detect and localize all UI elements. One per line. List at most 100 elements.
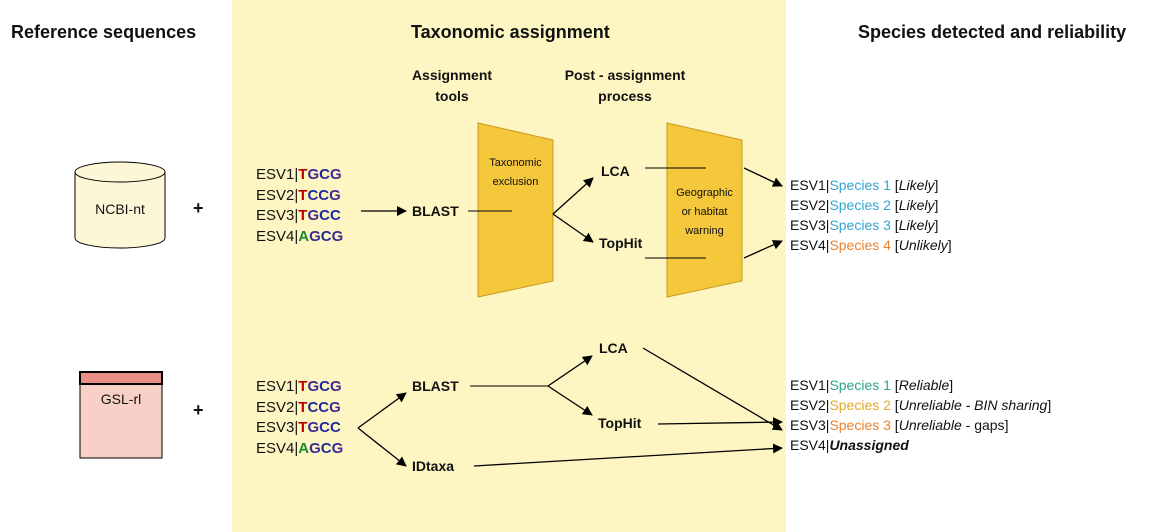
species-name: Species 1: [829, 177, 891, 193]
sequence-row: ESV3|TGCC: [256, 418, 343, 439]
assignment-tools-line1: Assignment: [411, 67, 493, 83]
species-name: Species 2: [829, 397, 891, 413]
nucleotide: C: [319, 166, 330, 183]
sequence-row: ESV2|TCCG: [256, 186, 343, 207]
assignment-tools-line2: tools: [435, 88, 469, 104]
sequence-list-bottom: ESV1|TGCG ESV2|TCCG ESV3|TGCC ESV4|AGCG: [256, 377, 343, 459]
geographic-warning-line2: or habitat: [681, 206, 728, 218]
blast-label-bottom: BLAST: [412, 378, 459, 394]
reliability-note: Unreliable: [898, 417, 962, 433]
assignment-tools-subheader: Assignment tools: [382, 65, 522, 107]
arrow-warning-to-results-2: [743, 240, 783, 259]
reliability-note-suffix: - gaps: [961, 417, 1005, 433]
nucleotide: A: [298, 227, 310, 245]
species-name: Species 2: [829, 197, 891, 213]
geographic-warning-line3: warning: [685, 225, 724, 237]
taxonomic-exclusion-box: [477, 122, 554, 298]
taxonomic-exclusion-line2: exclusion: [492, 176, 539, 188]
species-name: Species 3: [829, 417, 891, 433]
esv-id: ESV4|: [256, 439, 299, 457]
idtaxa-label: IDtaxa: [412, 458, 455, 474]
species-name: Species 1: [829, 377, 891, 393]
esv-id: ESV1|: [256, 166, 299, 183]
ncbi-label: NCBI-nt: [95, 201, 145, 217]
arrow-blast-to-tophit-bottom: [547, 385, 593, 416]
arrow-tophit-to-results-bottom: [657, 417, 783, 428]
nucleotide: C: [320, 227, 332, 245]
nucleotide: C: [329, 207, 341, 224]
gsl-label: GSL-rl: [100, 391, 142, 407]
arrow-seq-to-blast-bottom: [357, 392, 407, 429]
result-row: ESV3|Species 3 [Unreliable - gaps]: [790, 417, 1009, 433]
lca-label-top: LCA: [601, 163, 630, 179]
result-row: ESV2|Species 2 [Likely]: [790, 197, 939, 213]
esv-id: ESV1|: [790, 377, 830, 393]
nucleotide: G: [307, 207, 320, 224]
geographic-warning-line1: Geographic: [676, 187, 733, 199]
esv-id: ESV4|: [790, 437, 830, 453]
reliability-note: Likely: [898, 177, 935, 193]
sequence-row: ESV1|TGCG: [256, 377, 343, 398]
nucleotide: G: [309, 439, 321, 457]
arrow-seq-to-idtaxa: [357, 427, 407, 467]
post-assignment-subheader: Post - assignment process: [545, 65, 705, 107]
nucleotide: G: [307, 378, 320, 395]
nucleotide: C: [307, 398, 319, 416]
unassigned-label: Unassigned: [829, 437, 909, 453]
reliability-note: Likely: [898, 217, 935, 233]
result-row: ESV3|Species 3 [Likely]: [790, 217, 939, 233]
results-top: ESV1|Species 1 [Likely] ESV2|Species 2 […: [790, 175, 952, 255]
post-assignment-line1: Post - assignment: [564, 67, 686, 83]
nucleotide: G: [329, 378, 342, 395]
lca-label-bottom: LCA: [599, 340, 628, 356]
plus-sign-bottom: +: [193, 400, 204, 420]
geographic-warning-box: [666, 122, 743, 298]
result-row: ESV1|Species 1 [Reliable]: [790, 377, 954, 393]
arrow-idtaxa-to-results-bottom: [473, 443, 783, 467]
arrow-exclusion-to-tophit: [552, 213, 594, 243]
nucleotide: C: [318, 186, 330, 204]
taxonomic-exclusion-label: Taxonomic exclusion: [478, 154, 553, 192]
nucleotide: G: [331, 227, 344, 245]
arrow-warning-to-results-1: [743, 167, 783, 187]
sequence-row: ESV4|AGCG: [256, 227, 343, 248]
nucleotide: A: [298, 439, 310, 457]
nucleotide: G: [307, 166, 320, 183]
esv-id: ESV3|: [256, 419, 299, 436]
esv-id: ESV2|: [790, 397, 830, 413]
arrow-lca-to-results-bottom: [642, 347, 783, 431]
taxonomic-exclusion-line1: Taxonomic: [489, 157, 542, 169]
species-detected-header: Species detected and reliability: [858, 22, 1127, 42]
sequence-row: ESV2|TCCG: [256, 398, 343, 419]
reliability-note: Unlikely: [898, 237, 948, 253]
post-assignment-line2: process: [598, 88, 652, 104]
esv-id: ESV4|: [790, 237, 830, 253]
nucleotide: T: [298, 378, 308, 395]
tophit-label-top: TopHit: [599, 235, 643, 251]
sequence-row: ESV4|AGCG: [256, 439, 343, 460]
plus-sign-top: +: [193, 198, 204, 218]
sequence-row: ESV1|TGCG: [256, 165, 343, 186]
nucleotide: C: [307, 186, 319, 204]
nucleotide: G: [329, 166, 342, 183]
nucleotide: C: [329, 419, 341, 436]
nucleotide: T: [298, 398, 308, 416]
reliability-note: Reliable: [898, 377, 950, 393]
nucleotide: G: [307, 419, 320, 436]
reliability-note: Likely: [898, 197, 935, 213]
esv-id: ESV3|: [256, 207, 299, 224]
result-row: ESV1|Species 1 [Likely]: [790, 177, 939, 193]
esv-id: ESV1|: [790, 177, 830, 193]
nucleotide: C: [320, 439, 332, 457]
esv-id: ESV2|: [256, 186, 299, 204]
blast-label-top: BLAST: [412, 203, 459, 219]
sequence-row: ESV3|TGCC: [256, 206, 343, 227]
result-row: ESV4|Species 4 [Unlikely]: [790, 237, 952, 253]
esv-id: ESV3|: [790, 217, 830, 233]
result-row: ESV4|Unassigned: [790, 435, 1051, 455]
nucleotide: G: [331, 439, 344, 457]
species-name: Species 4: [829, 237, 891, 253]
nucleotide: C: [319, 378, 330, 395]
esv-id: ESV1|: [256, 378, 299, 395]
